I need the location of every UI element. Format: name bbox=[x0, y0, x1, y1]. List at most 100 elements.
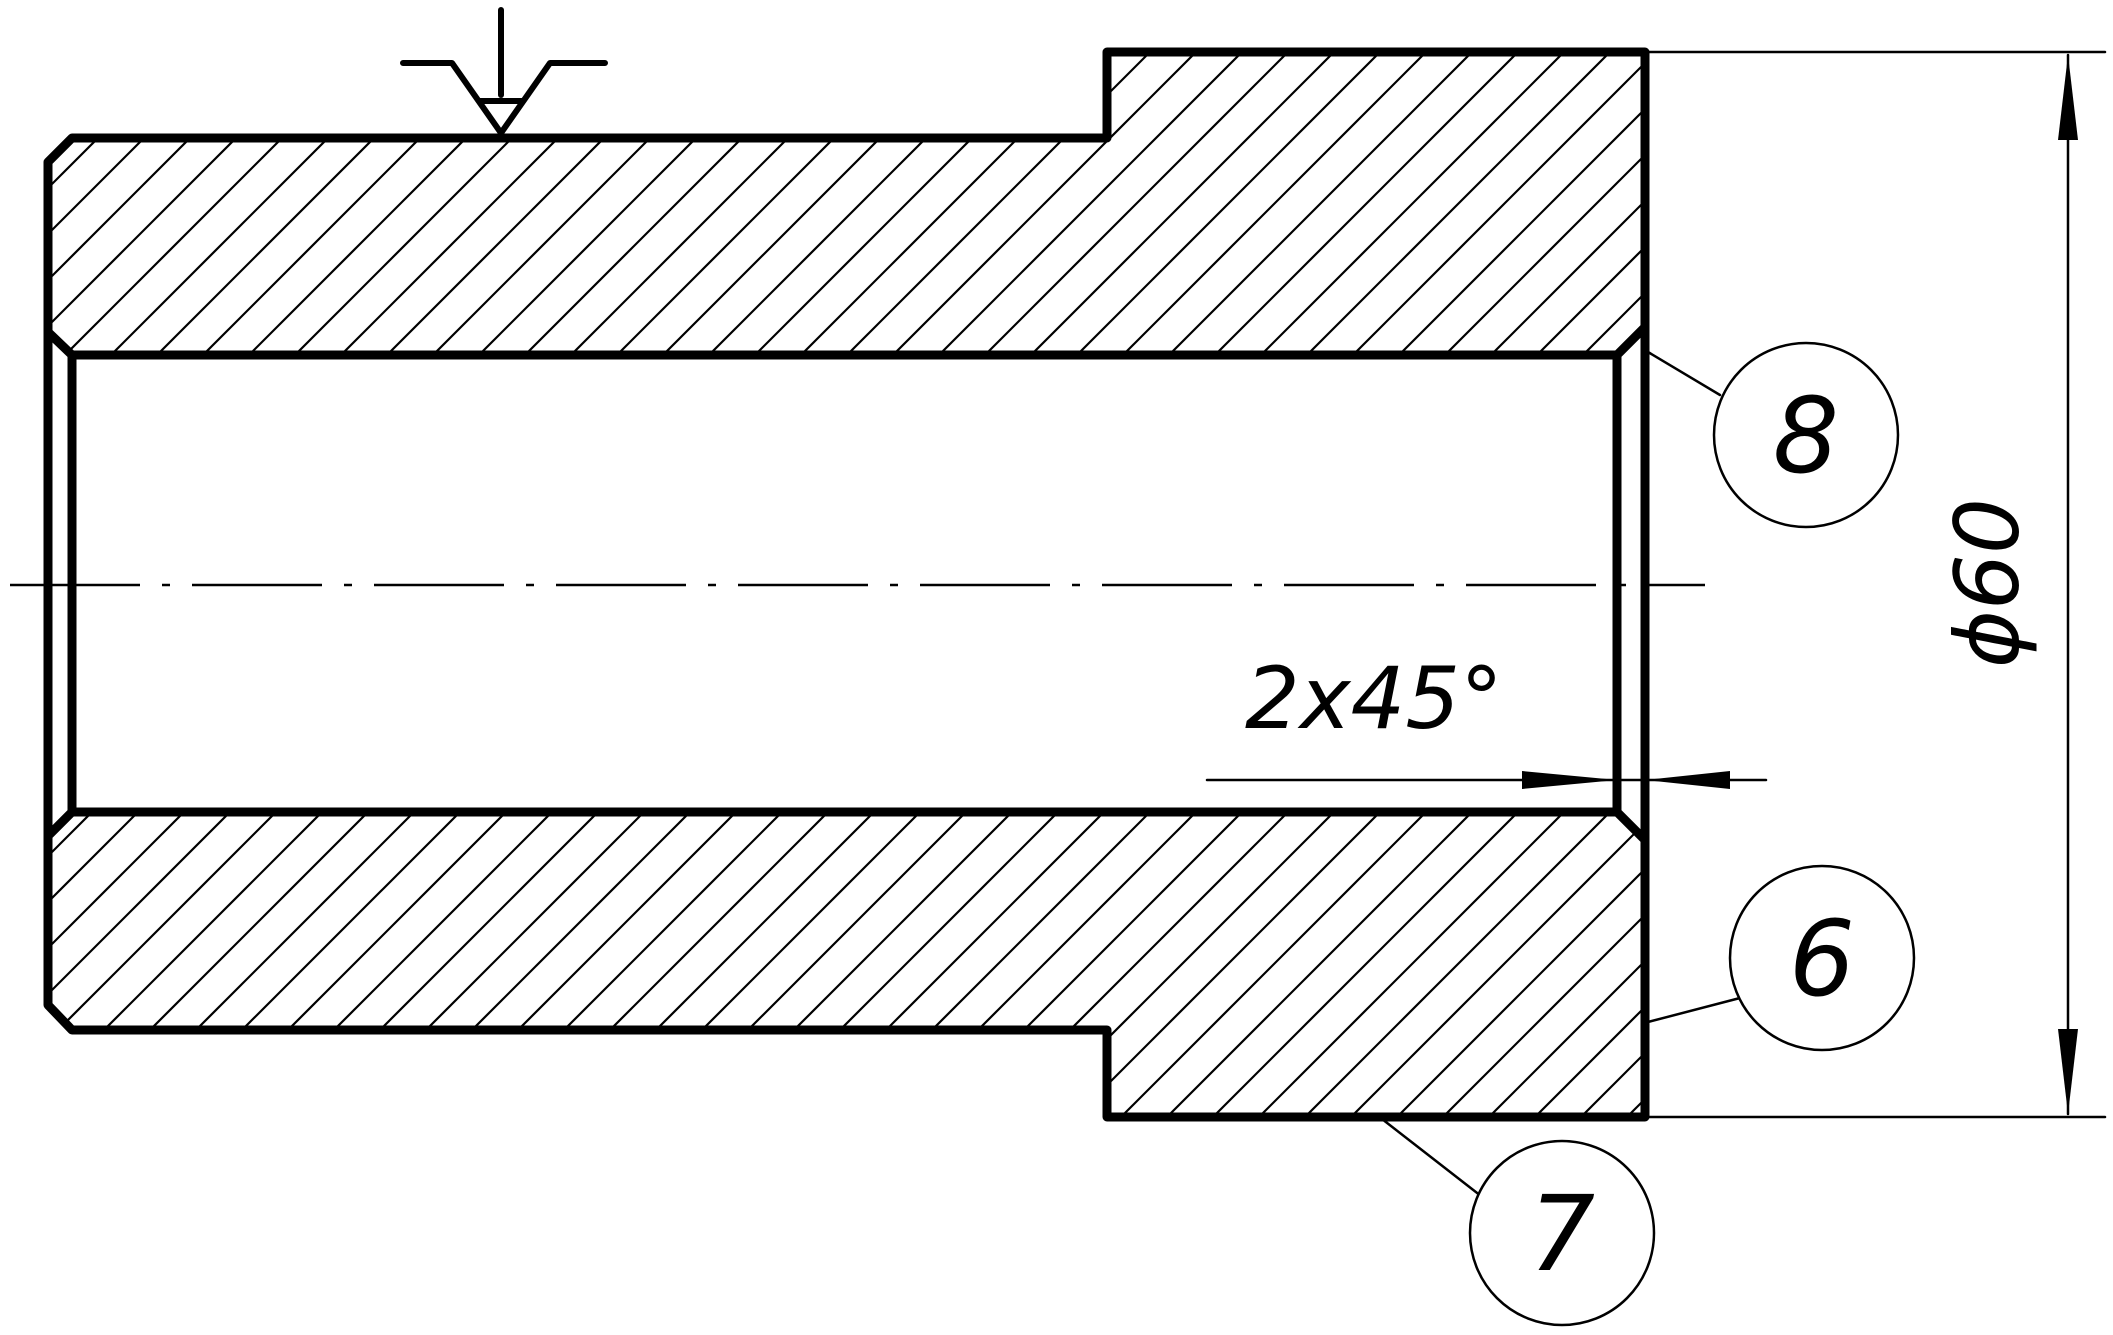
chamfer-arrow-right bbox=[1645, 771, 1730, 789]
hatch-line bbox=[982, 812, 1289, 1117]
chamfer-bottom-left bbox=[43, 807, 77, 841]
hatch-line bbox=[1582, 52, 1645, 355]
balloon-7: 7 bbox=[1380, 1117, 1656, 1327]
hatch-line bbox=[1767, 52, 2070, 355]
hatch-line bbox=[108, 812, 415, 1117]
hatch-line bbox=[890, 812, 1197, 1117]
hatch-line bbox=[1859, 52, 2113, 355]
hatch-line bbox=[338, 812, 645, 1117]
hatch-line bbox=[476, 812, 783, 1117]
part-outline bbox=[43, 47, 1650, 1122]
chamfer-label: 2x45° bbox=[1245, 649, 1503, 749]
hatch-line bbox=[1306, 52, 1611, 355]
chamfer-dimension: 2x45° bbox=[1205, 649, 1768, 789]
arrowhead-bottom bbox=[2058, 1029, 2078, 1114]
hatch-line bbox=[202, 52, 507, 355]
hatch-line bbox=[1212, 812, 1519, 1117]
hatch-line bbox=[48, 52, 323, 355]
chamfer-arrow-left bbox=[1522, 771, 1617, 789]
balloon-8: 8 bbox=[1646, 341, 1900, 529]
hatch-line bbox=[200, 812, 507, 1117]
hatch-line bbox=[384, 812, 691, 1117]
hatch-line bbox=[1258, 812, 1565, 1117]
surface-roughness-symbol bbox=[400, 7, 608, 136]
hatch-line bbox=[708, 52, 1013, 355]
hatch-line bbox=[48, 52, 277, 355]
hatch-line bbox=[938, 52, 1243, 355]
hatch-line bbox=[1721, 52, 2024, 355]
hatch-line bbox=[1444, 52, 1645, 355]
chamfer-top-right bbox=[1612, 322, 1650, 360]
hatch-line bbox=[570, 52, 875, 355]
outer-contour bbox=[43, 47, 1650, 1122]
hatch-line bbox=[798, 812, 1105, 1117]
hatch-line bbox=[1580, 812, 1645, 1117]
hatch-line bbox=[1074, 812, 1381, 1117]
hatch-line bbox=[1951, 52, 2113, 355]
diameter-dimension: ϕ60 bbox=[1646, 50, 2107, 1119]
hatch-line bbox=[1304, 812, 1611, 1117]
hatching-top-wall bbox=[48, 52, 2113, 355]
hatch-line bbox=[662, 52, 967, 355]
diameter-label: ϕ60 bbox=[1936, 498, 2039, 668]
hatch-line bbox=[292, 812, 599, 1117]
balloon-6: 6 bbox=[1646, 864, 1916, 1052]
hatch-line bbox=[48, 812, 139, 1117]
hatch-line bbox=[1120, 812, 1427, 1117]
hatch-line bbox=[1076, 52, 1381, 355]
hatch-line bbox=[1442, 812, 1645, 1117]
balloon-8-label: 8 bbox=[1773, 375, 1839, 497]
hatch-line bbox=[752, 812, 1059, 1117]
hatch-line bbox=[614, 812, 921, 1117]
hatch-line bbox=[1168, 52, 1473, 355]
hatch-line bbox=[154, 812, 461, 1117]
hatch-line bbox=[1350, 812, 1645, 1117]
hatch-line bbox=[1628, 52, 1645, 355]
hatch-line bbox=[1214, 52, 1519, 355]
hatch-line bbox=[568, 812, 875, 1117]
hatch-line bbox=[1398, 52, 1645, 355]
hatch-line bbox=[524, 52, 829, 355]
hatch-line bbox=[430, 812, 737, 1117]
hatch-line bbox=[754, 52, 1059, 355]
hatch-line bbox=[984, 52, 1289, 355]
hatch-line bbox=[660, 812, 967, 1117]
hatch-line bbox=[800, 52, 1105, 355]
hatch-line bbox=[1260, 52, 1565, 355]
balloon-8-circle bbox=[1712, 341, 1900, 529]
hatch-line bbox=[1122, 52, 1427, 355]
hatch-line bbox=[1534, 812, 1645, 1117]
hatch-line bbox=[1396, 812, 1645, 1117]
balloon-6-label: 6 bbox=[1789, 898, 1855, 1020]
hatch-line bbox=[616, 52, 921, 355]
hatch-line bbox=[0, 812, 46, 1117]
hatch-line bbox=[246, 812, 553, 1117]
chamfer-bottom-right bbox=[1612, 807, 1650, 845]
hatch-line bbox=[936, 812, 1243, 1117]
hatch-line bbox=[1997, 52, 2113, 355]
hatch-line bbox=[48, 52, 139, 355]
hatch-line bbox=[1949, 812, 2113, 1117]
balloon-7-circle bbox=[1468, 1139, 1656, 1327]
hatch-line bbox=[1030, 52, 1335, 355]
hatch-line bbox=[1995, 812, 2113, 1117]
chamfer-top-left bbox=[43, 327, 77, 360]
hatch-line bbox=[48, 812, 185, 1117]
hatch-line bbox=[1352, 52, 1645, 355]
hatch-line bbox=[386, 52, 691, 355]
hatch-line bbox=[48, 52, 231, 355]
balloon-6-leader bbox=[1646, 996, 1742, 1024]
balloon-8-leader bbox=[1646, 350, 1722, 397]
hatch-line bbox=[892, 52, 1197, 355]
hatch-line bbox=[1903, 812, 2113, 1117]
balloon-7-label: 7 bbox=[1529, 1173, 1595, 1295]
hatch-line bbox=[706, 812, 1013, 1117]
hatch-line bbox=[340, 52, 645, 355]
hatch-line bbox=[64, 52, 369, 355]
hatch-line bbox=[522, 812, 829, 1117]
hatch-line bbox=[1536, 52, 1645, 355]
balloon-7-leader bbox=[1380, 1117, 1492, 1205]
hatch-line bbox=[62, 812, 369, 1117]
hatch-line bbox=[1675, 52, 1978, 355]
